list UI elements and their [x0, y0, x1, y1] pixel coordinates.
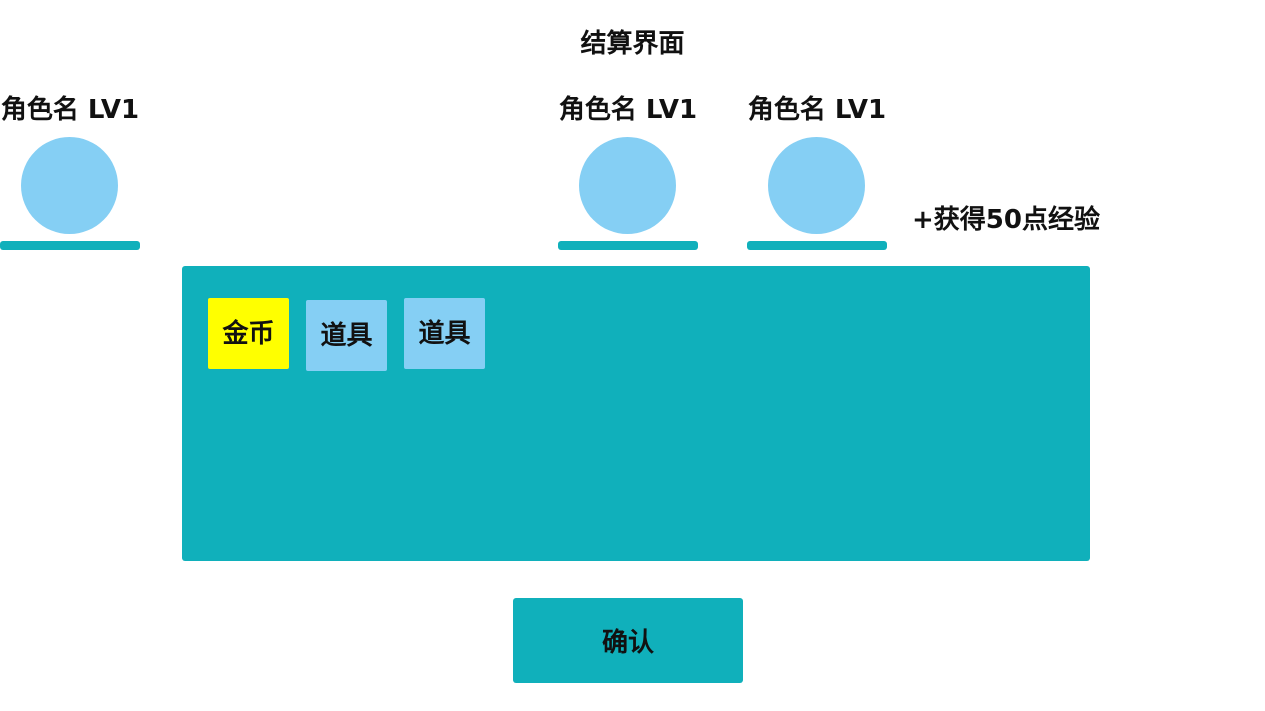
- character-exp-fill: [0, 241, 140, 250]
- reward-item-prop[interactable]: 道具: [306, 300, 387, 371]
- character-avatar: [21, 137, 118, 234]
- character-slot-3: 角色名 LV1: [0, 92, 140, 254]
- character-exp-fill: [558, 241, 698, 250]
- character-avatar: [579, 137, 676, 234]
- character-name-level: 角色名 LV1: [0, 95, 140, 125]
- page-title: 结算界面: [580, 29, 685, 59]
- character-slot-1: 角色名 LV1: [558, 92, 698, 254]
- character-exp-bar: [0, 241, 140, 250]
- exp-gain-text: +获得50点经验: [912, 205, 1100, 235]
- character-exp-fill: [747, 241, 887, 250]
- character-avatar: [768, 137, 865, 234]
- reward-item-prop[interactable]: 道具: [404, 298, 485, 369]
- character-exp-bar: [747, 241, 887, 250]
- reward-item-gold[interactable]: 金币: [208, 298, 289, 369]
- character-name-level: 角色名 LV1: [558, 95, 698, 125]
- character-slot-2: 角色名 LV1: [747, 92, 887, 254]
- character-exp-bar: [558, 241, 698, 250]
- confirm-button[interactable]: 确认: [513, 598, 743, 683]
- reward-panel: 金币 道具 道具: [182, 266, 1090, 561]
- character-name-level: 角色名 LV1: [747, 95, 887, 125]
